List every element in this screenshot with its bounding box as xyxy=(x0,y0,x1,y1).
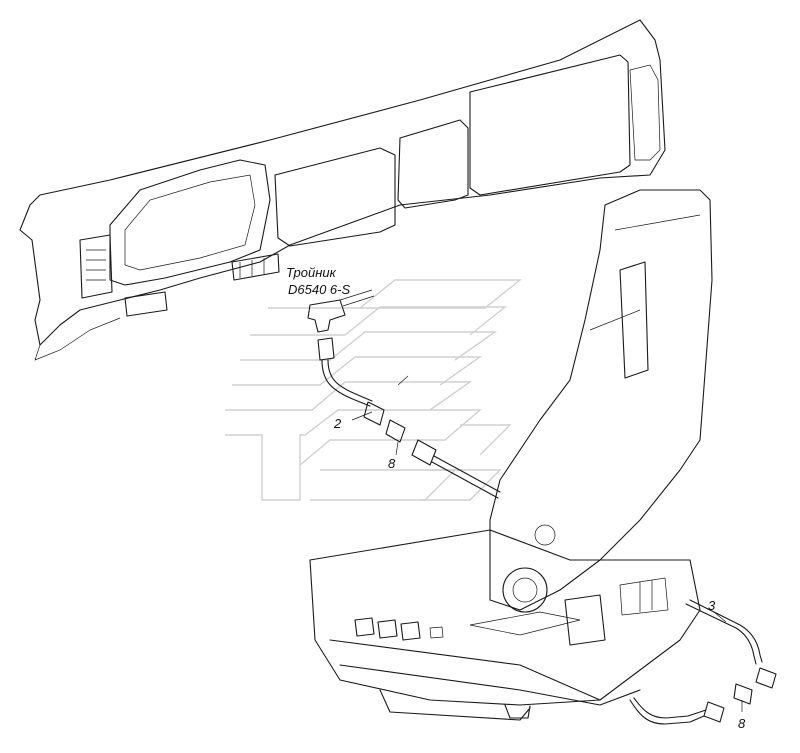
watermark-logo xyxy=(225,279,522,501)
callout-3: 3 xyxy=(708,598,716,613)
leader-8a xyxy=(395,441,399,456)
leader-2 xyxy=(351,411,373,421)
leader-3 xyxy=(713,611,727,623)
callout-2: 2 xyxy=(333,416,342,431)
tee-name-label: Тройник xyxy=(286,265,337,280)
pipe-3-fittings xyxy=(629,599,777,725)
callout-8-upper: 8 xyxy=(388,456,396,471)
pipe-2-fittings xyxy=(363,375,501,499)
dashboard xyxy=(19,19,666,361)
callout-8-lower: 8 xyxy=(738,716,746,731)
tee-code-label: D6540 6-S xyxy=(288,282,350,297)
tee-fitting xyxy=(307,289,375,407)
seat xyxy=(309,189,713,721)
